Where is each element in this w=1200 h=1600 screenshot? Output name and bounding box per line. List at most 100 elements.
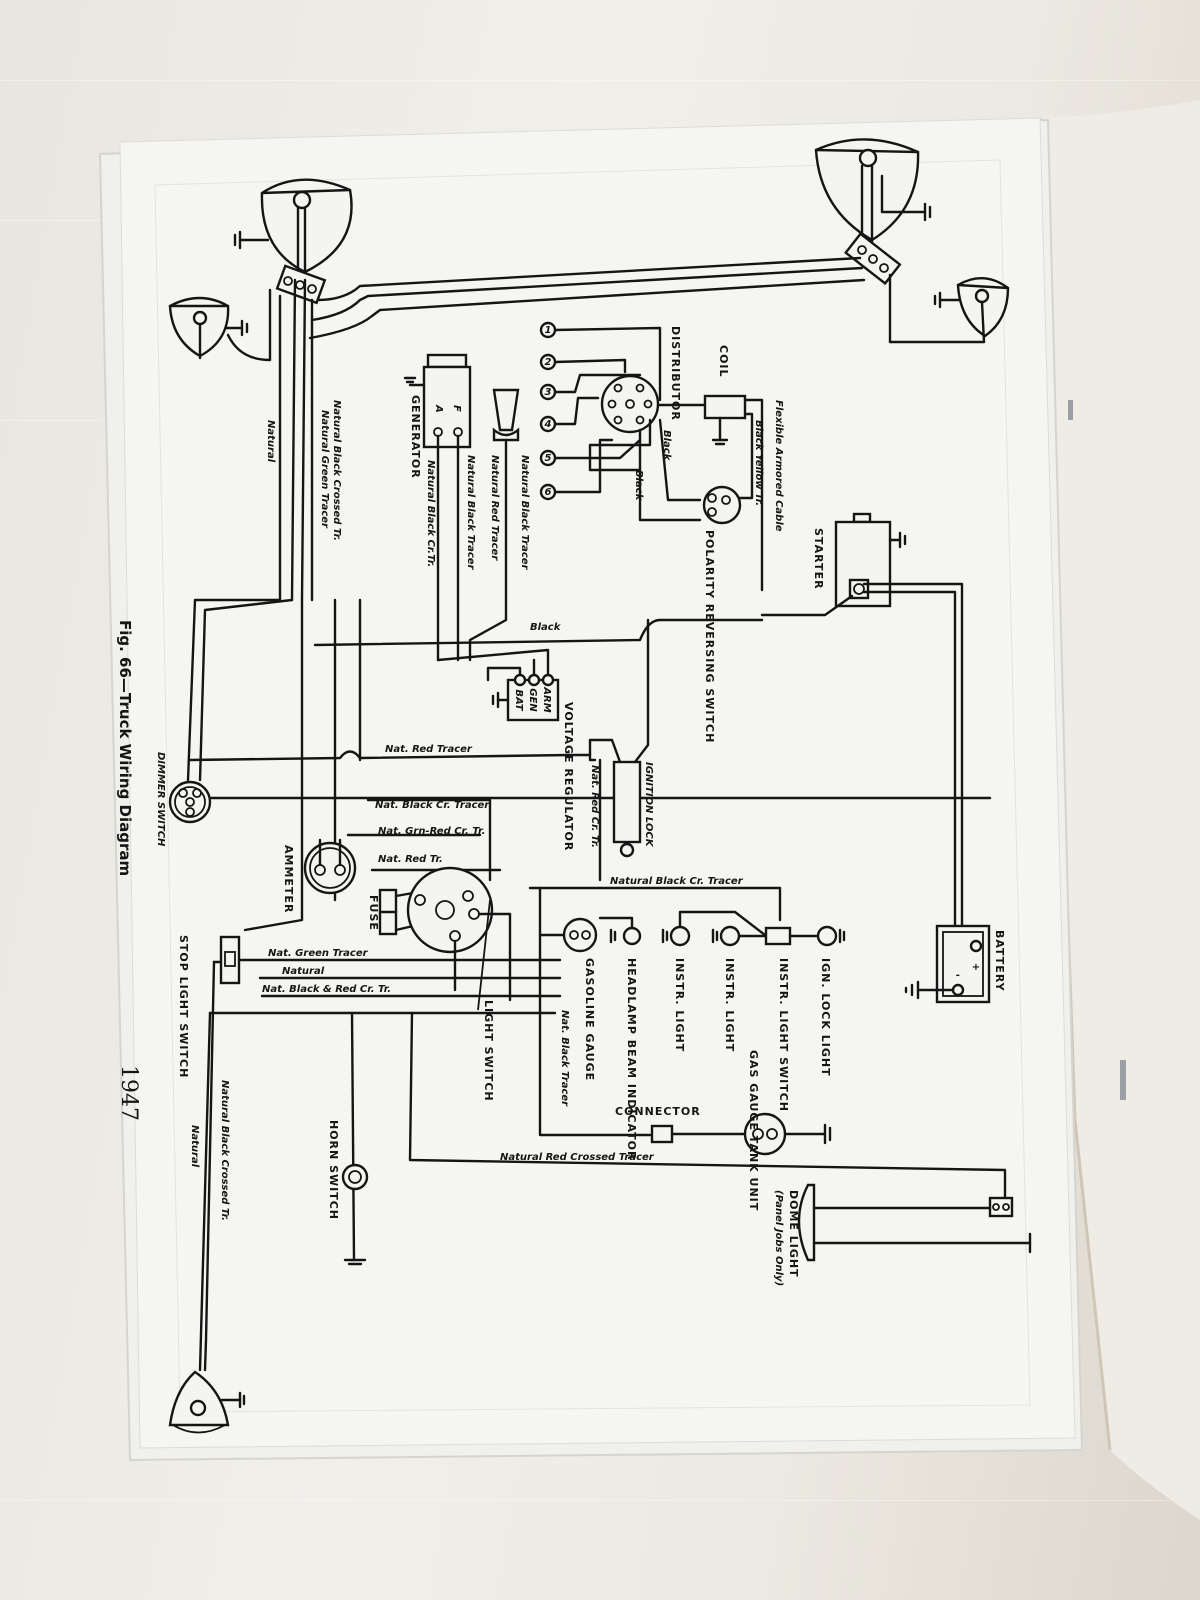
fuse-label: FUSE xyxy=(367,895,380,931)
battery-label: BATTERY xyxy=(993,930,1006,992)
ground-icon xyxy=(711,928,719,944)
wire-label: Natural Red Tracer xyxy=(489,455,500,561)
instr-light-2 xyxy=(711,925,768,947)
tail-lamp xyxy=(168,1370,246,1434)
svg-text:4: 4 xyxy=(544,419,552,430)
connector xyxy=(650,1124,747,1144)
wire-label: Natural Black Tracer xyxy=(465,455,476,571)
left-parking-lamp xyxy=(168,288,272,362)
instr-light-switch-label: INSTR. LIGHT SWITCH xyxy=(777,958,790,1112)
starter-label: STARTER xyxy=(812,528,825,590)
svg-text:1: 1 xyxy=(545,325,552,336)
starter xyxy=(760,512,964,932)
voltage-regulator-label: VOLTAGE REGULATOR xyxy=(562,702,575,851)
ignition-lock-label: IGNITION LOCK xyxy=(643,762,654,848)
svg-text:2: 2 xyxy=(545,357,552,368)
headlamp-beam-indicator xyxy=(598,916,642,946)
dome-light xyxy=(797,1183,1032,1262)
ground-icon xyxy=(661,928,669,944)
ground-icon xyxy=(711,438,729,446)
left-headlamp xyxy=(233,178,353,305)
year: 1947 xyxy=(116,1065,141,1121)
wire-label: Black xyxy=(661,430,672,462)
ground-icon xyxy=(238,1391,246,1409)
instr-light-2-label: INSTR. LIGHT xyxy=(723,958,736,1052)
ground-icon xyxy=(823,1123,832,1145)
horn-switch-label: HORN SWITCH xyxy=(327,1120,340,1220)
ground-icon xyxy=(403,376,417,384)
dimmer-switch-label: DIMMER SWITCH xyxy=(155,752,166,847)
gas-gauge-tank-unit-label: GAS GAUGE TANK UNIT xyxy=(747,1050,760,1211)
horn-switch xyxy=(341,1011,369,1266)
ground-icon xyxy=(923,202,932,222)
connector-label: CONNECTOR xyxy=(615,1105,701,1118)
ground-icon xyxy=(233,230,242,250)
stop-light-switch xyxy=(212,935,247,985)
distributor-label: DISTRIBUTOR xyxy=(669,326,682,421)
right-headlamp xyxy=(814,138,932,286)
generator-terminal-a: A xyxy=(433,404,444,413)
wire-label: Natural Black Crossed Tr. xyxy=(219,1080,230,1221)
spark-plug-5: 5 xyxy=(539,449,557,467)
polarity-reversing-switch xyxy=(702,485,742,525)
svg-text:GEN: GEN xyxy=(527,688,538,712)
horn xyxy=(468,388,520,662)
dome-light-label: DOME LIGHT xyxy=(787,1190,800,1278)
generator xyxy=(403,353,472,662)
ground-icon xyxy=(491,691,500,709)
svg-text:ARM: ARM xyxy=(541,686,552,712)
spark-plug-6: 6 xyxy=(539,483,557,501)
svg-text:-: - xyxy=(956,970,960,981)
distributor xyxy=(588,374,707,522)
svg-text:BAT: BAT xyxy=(513,689,524,711)
ammeter xyxy=(303,838,357,895)
light-switch-label: LIGHT SWITCH xyxy=(482,1000,495,1102)
wire-label: Nat. Green Tracer xyxy=(268,948,369,959)
ign-lock-light-label: IGN. LOCK LIGHT xyxy=(819,958,832,1077)
wire-label: Natural Black Cr.Tr. xyxy=(425,460,436,567)
wire-label: Natural Black Tracer xyxy=(519,455,530,571)
wiring-diagram: 1 2 3 4 5 6 xyxy=(116,138,1032,1434)
light-switch xyxy=(406,866,512,1011)
wire-label: Natural Red Crossed Tracer xyxy=(500,1152,655,1163)
headlamp-beam-indicator-label: HEADLAMP BEAM INDICATOR xyxy=(625,958,638,1161)
wire-label: Nat. Red Cr. Tr. xyxy=(589,765,600,848)
coil xyxy=(703,394,764,592)
ground-icon xyxy=(898,531,907,549)
gas-gauge-tank-unit xyxy=(743,1112,832,1156)
wire-label: Natural Black Cr. Tracer xyxy=(610,876,744,887)
ground-icon xyxy=(933,291,942,309)
instr-light-1-label: INSTR. LIGHT xyxy=(673,958,686,1052)
ground-icon xyxy=(343,1258,367,1266)
wire-label: Black Yellow Tr. xyxy=(753,420,764,506)
coil-label: COIL xyxy=(717,345,730,378)
bulb-icon xyxy=(858,148,878,168)
wire-label: Natural xyxy=(265,420,276,463)
page xyxy=(119,117,1076,1449)
polarity-reversing-switch-label: POLARITY REVERSING SWITCH xyxy=(703,530,716,743)
wire-label: Nat. Black Tracer xyxy=(559,1010,570,1107)
bulb-icon xyxy=(292,190,312,210)
svg-text:3: 3 xyxy=(545,387,552,398)
wire-label: Nat. Red Tracer xyxy=(385,744,473,755)
ammeter-label: AMMETER xyxy=(282,845,295,913)
svg-text:+: + xyxy=(972,962,980,973)
spark-plug-1: 1 xyxy=(539,321,557,339)
wire-label: Natural xyxy=(189,1125,200,1168)
instr-light-switch xyxy=(764,926,820,946)
wire-label: Nat. Red Tr. xyxy=(378,854,443,865)
stop-light-switch-label: STOP LIGHT SWITCH xyxy=(177,935,190,1078)
page-border xyxy=(154,159,1031,1413)
generator-label: GENERATOR xyxy=(409,395,422,479)
generator-terminal-f: F xyxy=(451,405,462,412)
staple-icon xyxy=(1068,400,1073,420)
wire-label: Black xyxy=(530,622,562,633)
wire-label: Nat. Black Cr. Tracer xyxy=(375,800,490,811)
ground-icon xyxy=(904,980,920,1000)
ign-lock-light xyxy=(816,925,846,947)
gasoline-gauge-label: GASOLINE GAUGE xyxy=(583,958,596,1081)
battery: + - xyxy=(904,924,991,1004)
ground-icon xyxy=(838,928,846,944)
dome-light-note: (Panel Jobs Only) xyxy=(773,1190,784,1286)
